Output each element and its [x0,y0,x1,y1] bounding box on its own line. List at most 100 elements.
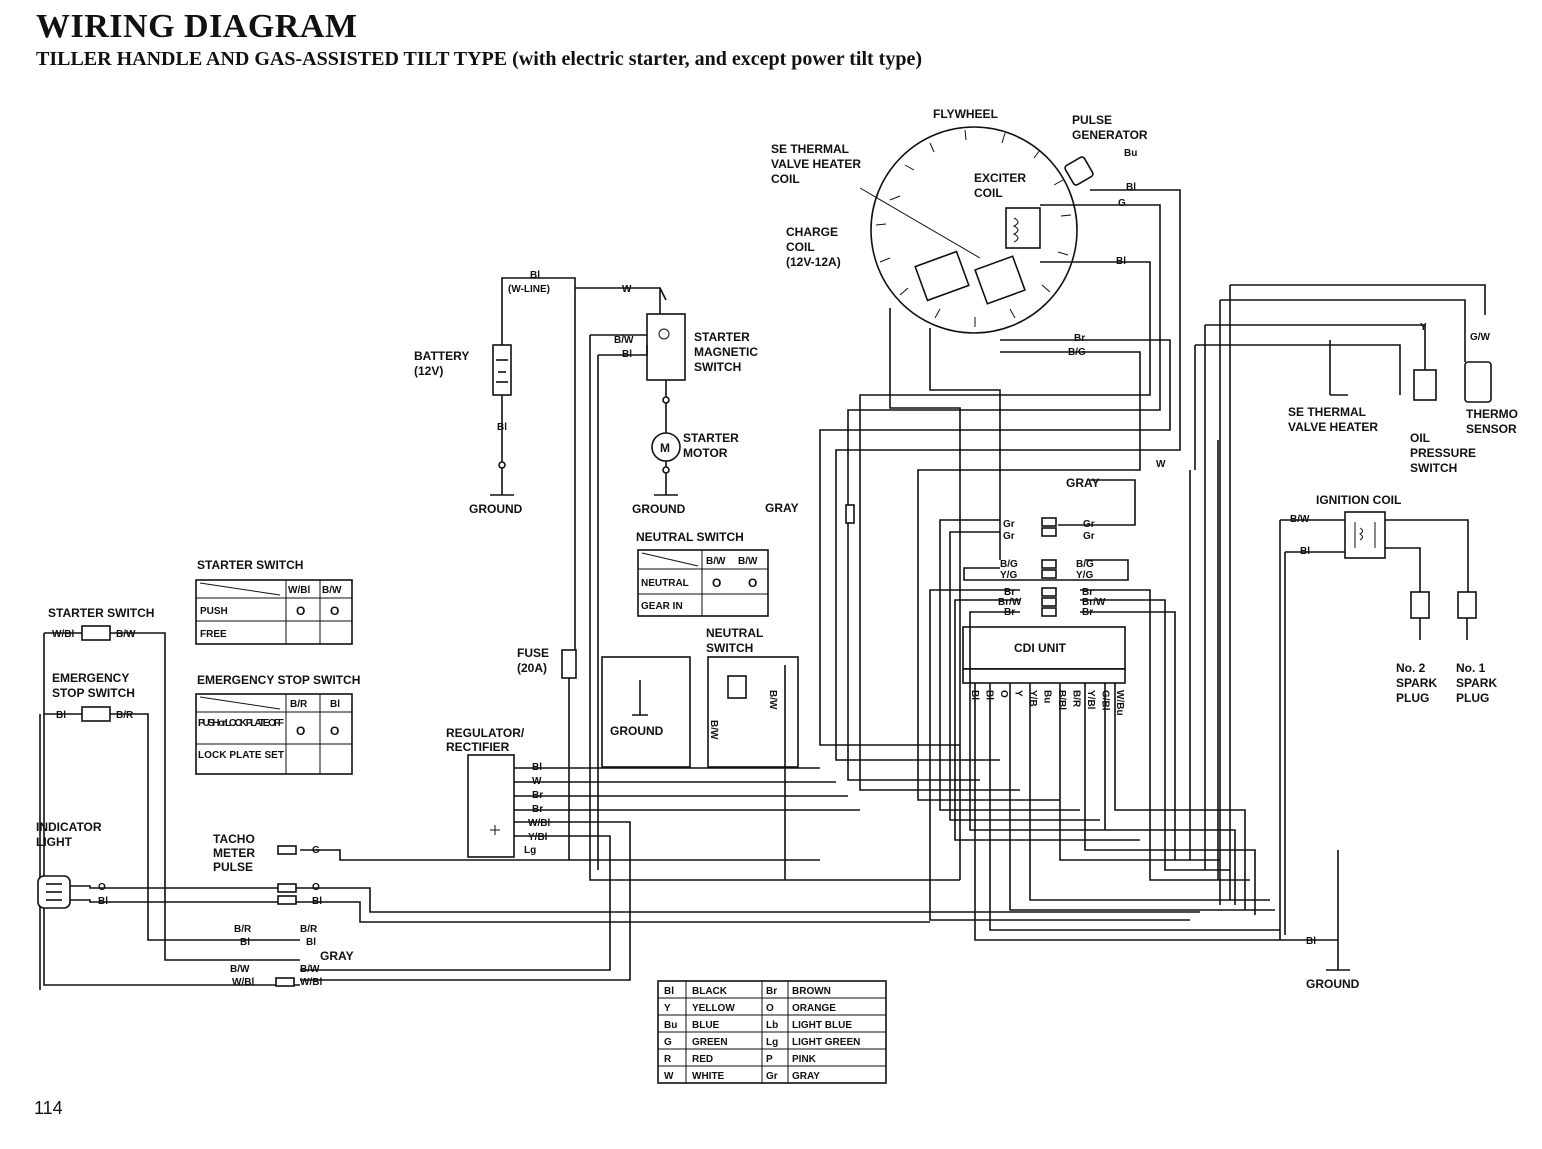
starter-wire-wbl: W/Bl [52,629,74,640]
cdi-unit-label: CDI UNIT [1014,641,1067,655]
cdi-unit-body [962,626,1126,670]
gray-label-mid: GRAY [765,501,799,515]
tacho-wire-o: O [312,882,320,893]
legend-name: BLACK [692,986,728,997]
ground-right-label: GROUND [1306,977,1360,991]
neutral-switch-box: NEUTRAL SWITCH B/W B/W [706,626,799,880]
page-subtitle: TILLER HANDLE AND GAS-ASSISTED TILT TYPE… [36,48,922,70]
starter-row-push: PUSH [200,606,228,617]
lower-left-connectors: B/R B/R Bl Bl GRAY B/W B/W W/Bl W/Bl [230,924,354,988]
conn-yg-1: Y/G [1000,570,1017,581]
se-coil-leader [859,187,981,259]
ignition-coil-body [1344,511,1386,559]
charge-coil-label-1: CHARGE [786,225,838,239]
plug1-label-1: No. 1 [1456,661,1486,675]
ignition-coil: IGNITION COIL B/W Bl [1290,493,1401,559]
exciter-coil-label-2: COIL [974,186,1003,200]
fuse: FUSE (20A) [517,646,577,860]
neutral-table-title: NEUTRAL SWITCH [636,530,744,544]
conn-yg-2: Y/G [1076,570,1093,581]
ll-wire-bw-1: B/W [230,964,250,975]
ground-box: GROUND [601,656,691,768]
ll-wire-br-2: B/R [300,924,318,935]
indicator-label-1: INDICATOR [36,820,102,834]
plug2-label-3: PLUG [1396,691,1429,705]
mag-wire-bw: B/W [614,335,634,346]
thermo-label-2: SENSOR [1466,422,1517,436]
regulator-body [467,754,515,858]
conn-gr-3: Gr [1083,519,1095,530]
pulse-wire-g: G [1118,198,1126,209]
starter-motor-label-2: MOTOR [683,446,728,460]
charge-coil-body [914,250,970,302]
tacho-label-1: TACHO [213,832,255,846]
ground-right-wire-bl: Bl [1306,936,1316,947]
oil-switch-label-1: OIL [1410,431,1430,445]
pulse-generator-label-2: GENERATOR [1072,128,1148,142]
battery-label-1: BATTERY [414,349,469,363]
ignition-wires [1279,519,1469,940]
spark-plug-1: No. 1 SPARK PLUG [1456,591,1497,705]
neutral-col-1: B/W [706,556,726,567]
indicator-wires [70,849,1200,923]
conn-br-3: Br [1082,587,1093,598]
se-heater-label-1: SE THERMAL [1288,405,1366,419]
flywheel-rim [870,126,1078,334]
flywheel-magnets [875,129,1072,327]
estop-row-2: LOCK PLATE SET [198,750,284,761]
plug1-label-2: SPARK [1456,676,1497,690]
reg-wire-lg: Lg [524,845,536,856]
center-connectors: Gr Gr Gr Gr GRAY B/G Y/G B/G Y/G Br Br/W… [765,459,1166,618]
ll-wire-wbl-1: W/Bl [232,977,254,988]
magnetic-switch-label-2: MAGNETIC [694,345,758,359]
estop-mark-1: O [296,724,305,738]
thermo-label-1: THERMO [1466,407,1518,421]
tacho-label-2: METER [213,846,255,860]
starter-motor-label-1: STARTER [683,431,739,445]
ll-wire-bl-1: Bl [240,937,250,948]
spark-plug-2: No. 2 SPARK PLUG [1396,591,1437,705]
starter-col-2: B/W [322,585,342,596]
legend-code: W [664,1071,674,1082]
estop-wire-bl: Bl [56,710,66,721]
starter-wire-bw: B/W [116,629,136,640]
exciter-coil-winding [1012,217,1019,243]
cdi-pin-label: W/Bu [1114,690,1125,716]
plug2-label-2: SPARK [1396,676,1437,690]
conn-gr-1: Gr [1003,519,1015,530]
reg-wire-ybl: Y/Bl [528,832,548,843]
battery-wire-wline: (W-LINE) [508,284,550,295]
exciter-coil: EXCITER COIL Bl [974,171,1126,267]
legend-name: LIGHT BLUE [792,1020,852,1031]
spark-plug-2-body [1410,591,1430,619]
tachometer: TACHO METER PULSE G O Bl [213,832,322,907]
cdi-pin-label: Y [1013,690,1024,697]
legend-name: YELLOW [692,1003,735,1014]
starter-magnetic-switch: STARTER MAGNETIC SWITCH B/W Bl W [614,284,758,381]
exciter-coil-body [1005,207,1041,249]
charge-coil-label-3: (12V-12A) [786,255,841,269]
neutral-row-2: GEAR IN [641,601,683,612]
neutral-row-1: NEUTRAL [641,578,689,589]
battery-label-2: (12V) [414,364,443,378]
regulator-label-2: RECTIFIER [446,740,510,754]
gray-label-bottom: GRAY [320,949,354,963]
tacho-wire-g: G [312,845,320,856]
fuse-label-2: (20A) [517,661,547,675]
cdi-pin-label: O [998,690,1009,698]
conn-gr-4: Gr [1083,531,1095,542]
gray-label-top: GRAY [1066,476,1100,490]
se-coil-label-2: VALVE HEATER [771,157,861,171]
legend-code: R [664,1054,672,1065]
left-switch-wires [39,632,300,990]
indicator-label-2: LIGHT [36,835,73,849]
charge-coil: CHARGE COIL (12V-12A) Br B/G [786,225,1086,358]
oil-wire-y: Y [1420,322,1427,333]
cdi-pin-label: Y/Bl [1085,690,1096,710]
conn-gr-2: Gr [1003,531,1015,542]
cdi-pin-label: Y/B [1027,690,1038,707]
se-coil-label-3: COIL [771,172,800,186]
legend-name: BLUE [692,1020,720,1031]
estop-col-1: B/R [290,699,308,710]
